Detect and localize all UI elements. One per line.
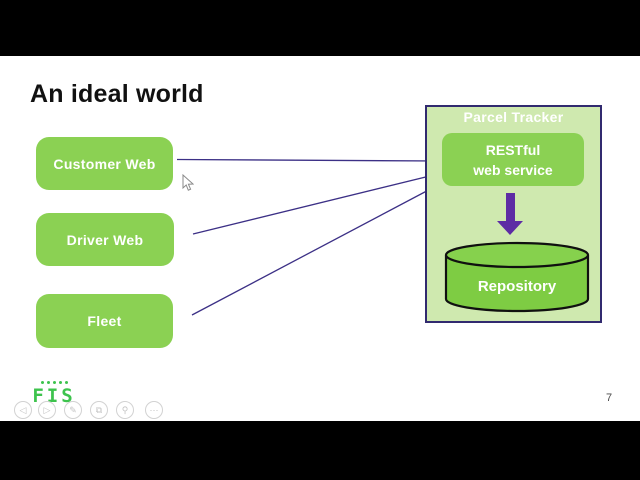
- page-title: An ideal world: [30, 80, 204, 108]
- container-title: Parcel Tracker: [463, 109, 564, 125]
- service-label-line2: web service: [473, 161, 553, 178]
- mouse-cursor-icon: [182, 174, 194, 191]
- node-label: Driver Web: [66, 231, 144, 248]
- slide-number: 7: [605, 392, 613, 404]
- camera-button[interactable]: ⧉: [90, 401, 108, 419]
- pen-icon: ✎: [69, 405, 77, 415]
- previous-button[interactable]: ◁: [14, 401, 32, 419]
- node-restful-web-service: RESTful web service: [442, 133, 584, 186]
- camera-icon: ⧉: [95, 405, 103, 415]
- node-customer-web: Customer Web: [36, 137, 173, 190]
- service-label-line1: RESTful: [485, 141, 541, 158]
- previous-icon: ◁: [19, 405, 27, 415]
- more-button[interactable]: ⋯: [145, 401, 163, 419]
- node-driver-web: Driver Web: [36, 213, 174, 266]
- slide: An ideal world Customer Web Driver Web F…: [0, 56, 640, 421]
- arrow-fleet-to-service: [191, 183, 440, 316]
- arrow-driver-to-service: [192, 172, 441, 235]
- arrow-service-to-repository-head: [497, 221, 523, 235]
- arrow-customer-to-service: [176, 157, 441, 165]
- play-button[interactable]: ▷: [38, 401, 56, 419]
- parcel-tracker-container: Parcel Tracker RESTful web service Repos…: [425, 105, 602, 323]
- letterbox-top: [0, 0, 640, 56]
- draw-button[interactable]: ✎: [64, 401, 82, 419]
- letterbox-bottom: [0, 421, 640, 480]
- fis-logo-dots: [27, 381, 81, 384]
- arrow-service-to-repository: [506, 193, 515, 221]
- node-fleet: Fleet: [36, 294, 173, 348]
- ellipsis-icon: ⋯: [149, 405, 159, 415]
- magnifier-icon: ⚲: [121, 405, 129, 415]
- zoom-button[interactable]: ⚲: [116, 401, 134, 419]
- repository-cylinder: Repository: [444, 241, 590, 313]
- player-controls: ◁ ▷ ✎ ⧉ ⚲ ⋯: [0, 401, 200, 421]
- repository-label: Repository: [478, 278, 557, 295]
- node-label: Customer Web: [53, 155, 156, 172]
- node-label: Fleet: [87, 313, 122, 329]
- play-icon: ▷: [43, 405, 51, 415]
